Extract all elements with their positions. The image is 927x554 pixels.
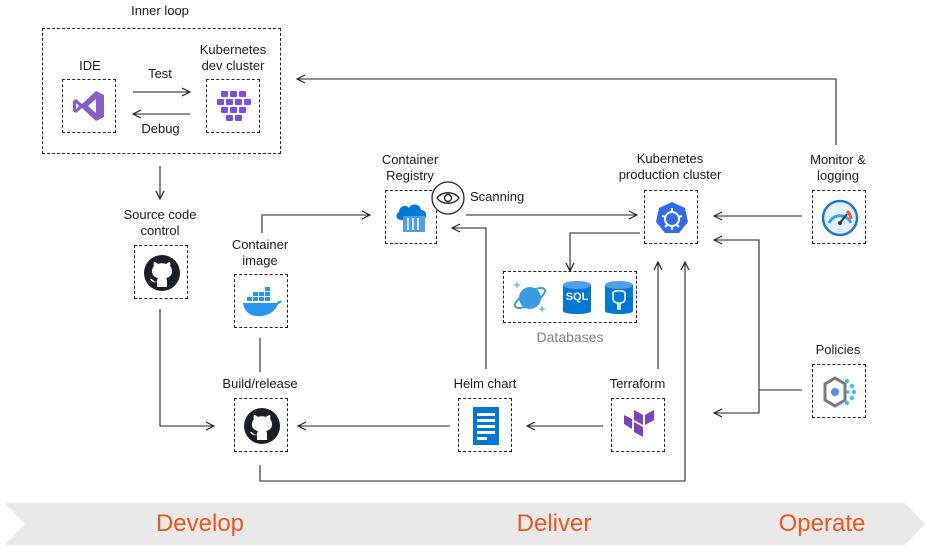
policy-icon xyxy=(823,376,856,408)
policies-label: Policies xyxy=(815,342,861,357)
container-image-node[interactable] xyxy=(234,274,288,328)
github-icon xyxy=(144,255,180,291)
sql-icon xyxy=(563,281,591,314)
docker-icon xyxy=(243,287,282,317)
registry-label-2: Registry xyxy=(386,168,434,183)
scanning-label: Scanning xyxy=(470,189,525,204)
dev-cluster-label-1: Kubernetes xyxy=(199,42,267,57)
helm-node[interactable] xyxy=(458,398,512,452)
inner-loop-title: Inner loop xyxy=(131,3,189,18)
ide-label: IDE xyxy=(79,58,101,73)
registry-label-1: Container xyxy=(381,152,439,167)
postgresql-icon xyxy=(605,281,633,314)
visual-studio-icon xyxy=(73,91,104,121)
helm-label: Helm chart xyxy=(453,376,517,391)
build-release-label: Build/release xyxy=(222,376,298,391)
container-image-label-2: image xyxy=(242,253,278,268)
source-control-label-2: control xyxy=(140,223,180,238)
cosmos-db-icon xyxy=(513,281,547,313)
eye-icon xyxy=(431,181,465,215)
policies-node[interactable] xyxy=(812,364,866,418)
kubernetes-icon xyxy=(656,202,688,233)
phase-deliver: Deliver xyxy=(516,510,592,537)
ide-node[interactable] xyxy=(62,79,116,133)
inner-loop-box xyxy=(42,28,281,154)
helm-chart-icon xyxy=(473,407,499,445)
source-control-node[interactable] xyxy=(134,245,188,299)
monitor-label-2: logging xyxy=(817,168,859,183)
terraform-label: Terraform xyxy=(609,376,666,391)
test-label: Test xyxy=(148,66,172,81)
dev-cluster-node[interactable] xyxy=(206,79,260,133)
phase-operate: Operate xyxy=(778,510,866,537)
prod-cluster-label-1: Kubernetes xyxy=(636,151,704,166)
terraform-icon xyxy=(624,410,654,437)
prod-cluster-node[interactable] xyxy=(644,190,698,244)
phase-develop: Develop xyxy=(155,510,245,537)
sql-label: SQL xyxy=(565,291,589,303)
terraform-node[interactable] xyxy=(611,398,665,452)
databases-label: Databases xyxy=(536,329,604,345)
registry-node[interactable] xyxy=(385,190,437,244)
container-image-label-1: Container xyxy=(231,237,289,252)
monitor-node[interactable] xyxy=(812,190,866,244)
container-registry-icon xyxy=(396,204,427,232)
kubernetes-pods-icon xyxy=(217,91,251,121)
databases-node[interactable]: SQL xyxy=(503,271,637,323)
prod-cluster-label-2: production cluster xyxy=(618,167,722,182)
github-icon xyxy=(244,408,280,444)
debug-label: Debug xyxy=(141,121,180,136)
build-release-node[interactable] xyxy=(234,398,288,452)
dev-cluster-label-2: dev cluster xyxy=(201,58,265,73)
source-control-label-1: Source code xyxy=(123,207,197,222)
monitor-gauge-icon xyxy=(821,199,859,237)
monitor-label-1: Monitor & xyxy=(810,152,866,167)
